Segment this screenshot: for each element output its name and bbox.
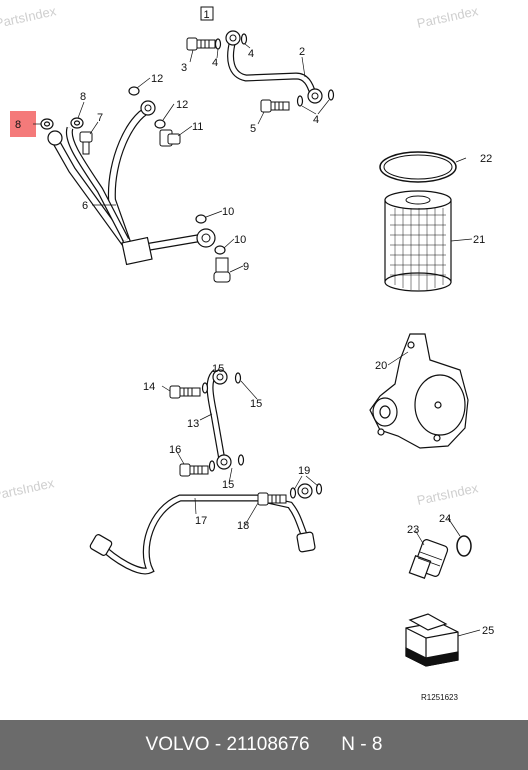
callout-12b: 12 (176, 99, 188, 111)
callout-25: 25 (482, 625, 494, 637)
o-ring-22 (379, 151, 457, 183)
watermark-mid-left: PartsIndex (0, 475, 56, 503)
bolt-11 (159, 129, 181, 147)
assembly-box-label: 1 (200, 6, 214, 21)
callout-8: 8 (80, 91, 86, 103)
washers-10 (195, 214, 226, 255)
svg-text:1: 1 (204, 9, 210, 21)
fuel-pipe-17 (89, 483, 316, 575)
callout-13: 13 (187, 418, 199, 430)
part-footer-bar: VOLVO - 21108676 N - 8 (0, 720, 528, 770)
callout-20: 20 (375, 360, 387, 372)
washers-19 (289, 483, 323, 499)
banjo-bolt-3 (186, 37, 216, 51)
callout-15c: 15 (222, 479, 234, 491)
bolt-7 (79, 131, 93, 155)
fuel-pipe-13 (206, 369, 232, 470)
callout-7: 7 (97, 112, 103, 124)
washer-8 (40, 117, 84, 130)
banjo-bolt-14 (169, 385, 201, 399)
fuel-filter-21 (384, 190, 452, 292)
banjo-bolt-18 (257, 492, 287, 506)
watermark-top-right: PartsIndex (416, 3, 480, 31)
callout-2: 2 (299, 46, 305, 58)
filter-housing-20 (369, 333, 469, 449)
callout-17: 17 (195, 515, 207, 527)
o-ring-24 (456, 535, 472, 557)
washers-15 (201, 372, 245, 472)
callout-21: 21 (473, 234, 485, 246)
washers-4 (214, 33, 335, 107)
watermark-top-left: PartsIndex (0, 3, 58, 31)
callout-10b: 10 (234, 234, 246, 246)
bolt-9 (213, 257, 231, 283)
watermark-mid-right: PartsIndex (416, 480, 480, 508)
sensor-23 (408, 539, 449, 579)
callout-15a: 15 (212, 363, 224, 375)
callout-18: 18 (237, 520, 249, 532)
callout-23: 23 (407, 524, 419, 536)
washers-12 (128, 86, 166, 129)
callout-10a: 10 (222, 206, 234, 218)
callout-4b: 4 (248, 48, 254, 60)
fuel-pipe-6 (47, 100, 216, 266)
svg-text:8: 8 (15, 119, 21, 131)
leader-lines (77, 43, 481, 637)
callout-11: 11 (192, 121, 203, 133)
footer-gap (310, 734, 342, 756)
drawing-reference-code: R1251623 (421, 693, 458, 702)
callout-4c: 4 (313, 114, 319, 126)
callout-14: 14 (143, 381, 155, 393)
banjo-bolt-16 (179, 463, 209, 477)
callout-5: 5 (250, 123, 256, 135)
callouts: 2 3 4 4 4 5 6 7 8 9 10 10 11 12 12 13 14… (80, 46, 494, 637)
footer-brand: VOLVO (145, 734, 210, 755)
footer-position: N - 8 (341, 734, 383, 755)
callout-3: 3 (181, 62, 187, 74)
banjo-bolt-5 (260, 99, 290, 113)
footer-separator: - (209, 734, 227, 755)
callout-15b: 15 (250, 398, 262, 410)
callout-19: 19 (298, 465, 310, 477)
callout-4a: 4 (212, 57, 218, 69)
highlighted-callout-8[interactable]: 8 (10, 111, 42, 137)
callout-9: 9 (243, 261, 249, 273)
package-25 (405, 613, 459, 667)
fuel-pipe-2 (225, 30, 323, 104)
callout-24: 24 (439, 513, 451, 525)
callout-12a: 12 (151, 73, 163, 85)
callout-6: 6 (82, 200, 88, 212)
footer-part-number: 21108676 (226, 734, 310, 755)
parts-diagram: PartsIndex PartsIndex PartsIndex PartsIn… (0, 3, 494, 702)
callout-22: 22 (480, 153, 492, 165)
callout-16: 16 (169, 444, 181, 456)
